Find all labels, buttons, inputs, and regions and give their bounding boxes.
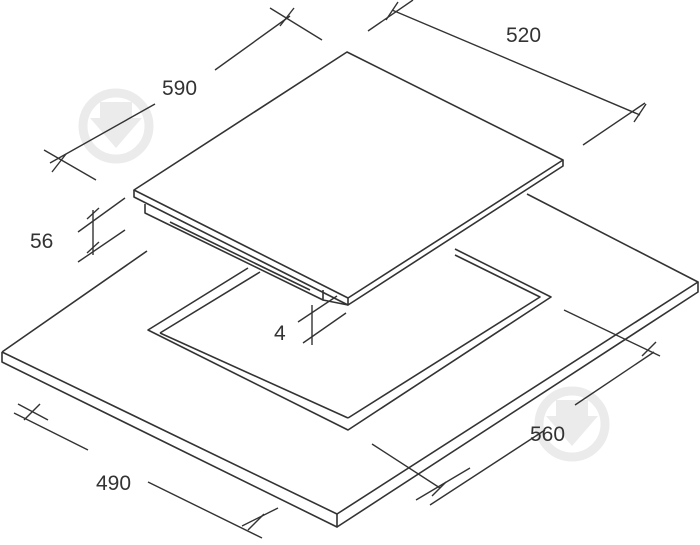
dim-hob-height [77, 197, 126, 263]
dim-hob-width [367, 0, 647, 146]
hob-body [144, 204, 349, 306]
dim-label-hob-depth: 590 [162, 77, 197, 100]
watermark-left-icon [78, 88, 154, 164]
worktop-top-face [1, 193, 699, 515]
dim-cutout-width [371, 309, 661, 506]
dim-label-cutout-depth: 490 [96, 472, 131, 495]
dim-label-hob-height: 56 [30, 230, 53, 253]
worktop-cutout [147, 248, 552, 431]
hob-body-inner [169, 221, 311, 291]
worktop-front-edge [1, 352, 338, 528]
worktop-right-edge [336, 282, 699, 528]
worktop [1, 193, 699, 528]
hob-glass-top [133, 51, 564, 299]
dim-gap [297, 295, 347, 345]
dim-hob-depth [43, 7, 323, 181]
watermark-right-icon [534, 386, 610, 462]
dim-label-gap: 4 [274, 322, 286, 345]
dim-cutout-depth [13, 403, 279, 539]
dim-label-cutout-width: 560 [530, 423, 565, 446]
hob-glass-edge [133, 160, 564, 306]
hob [133, 51, 564, 306]
dim-label-hob-width: 520 [506, 24, 541, 47]
